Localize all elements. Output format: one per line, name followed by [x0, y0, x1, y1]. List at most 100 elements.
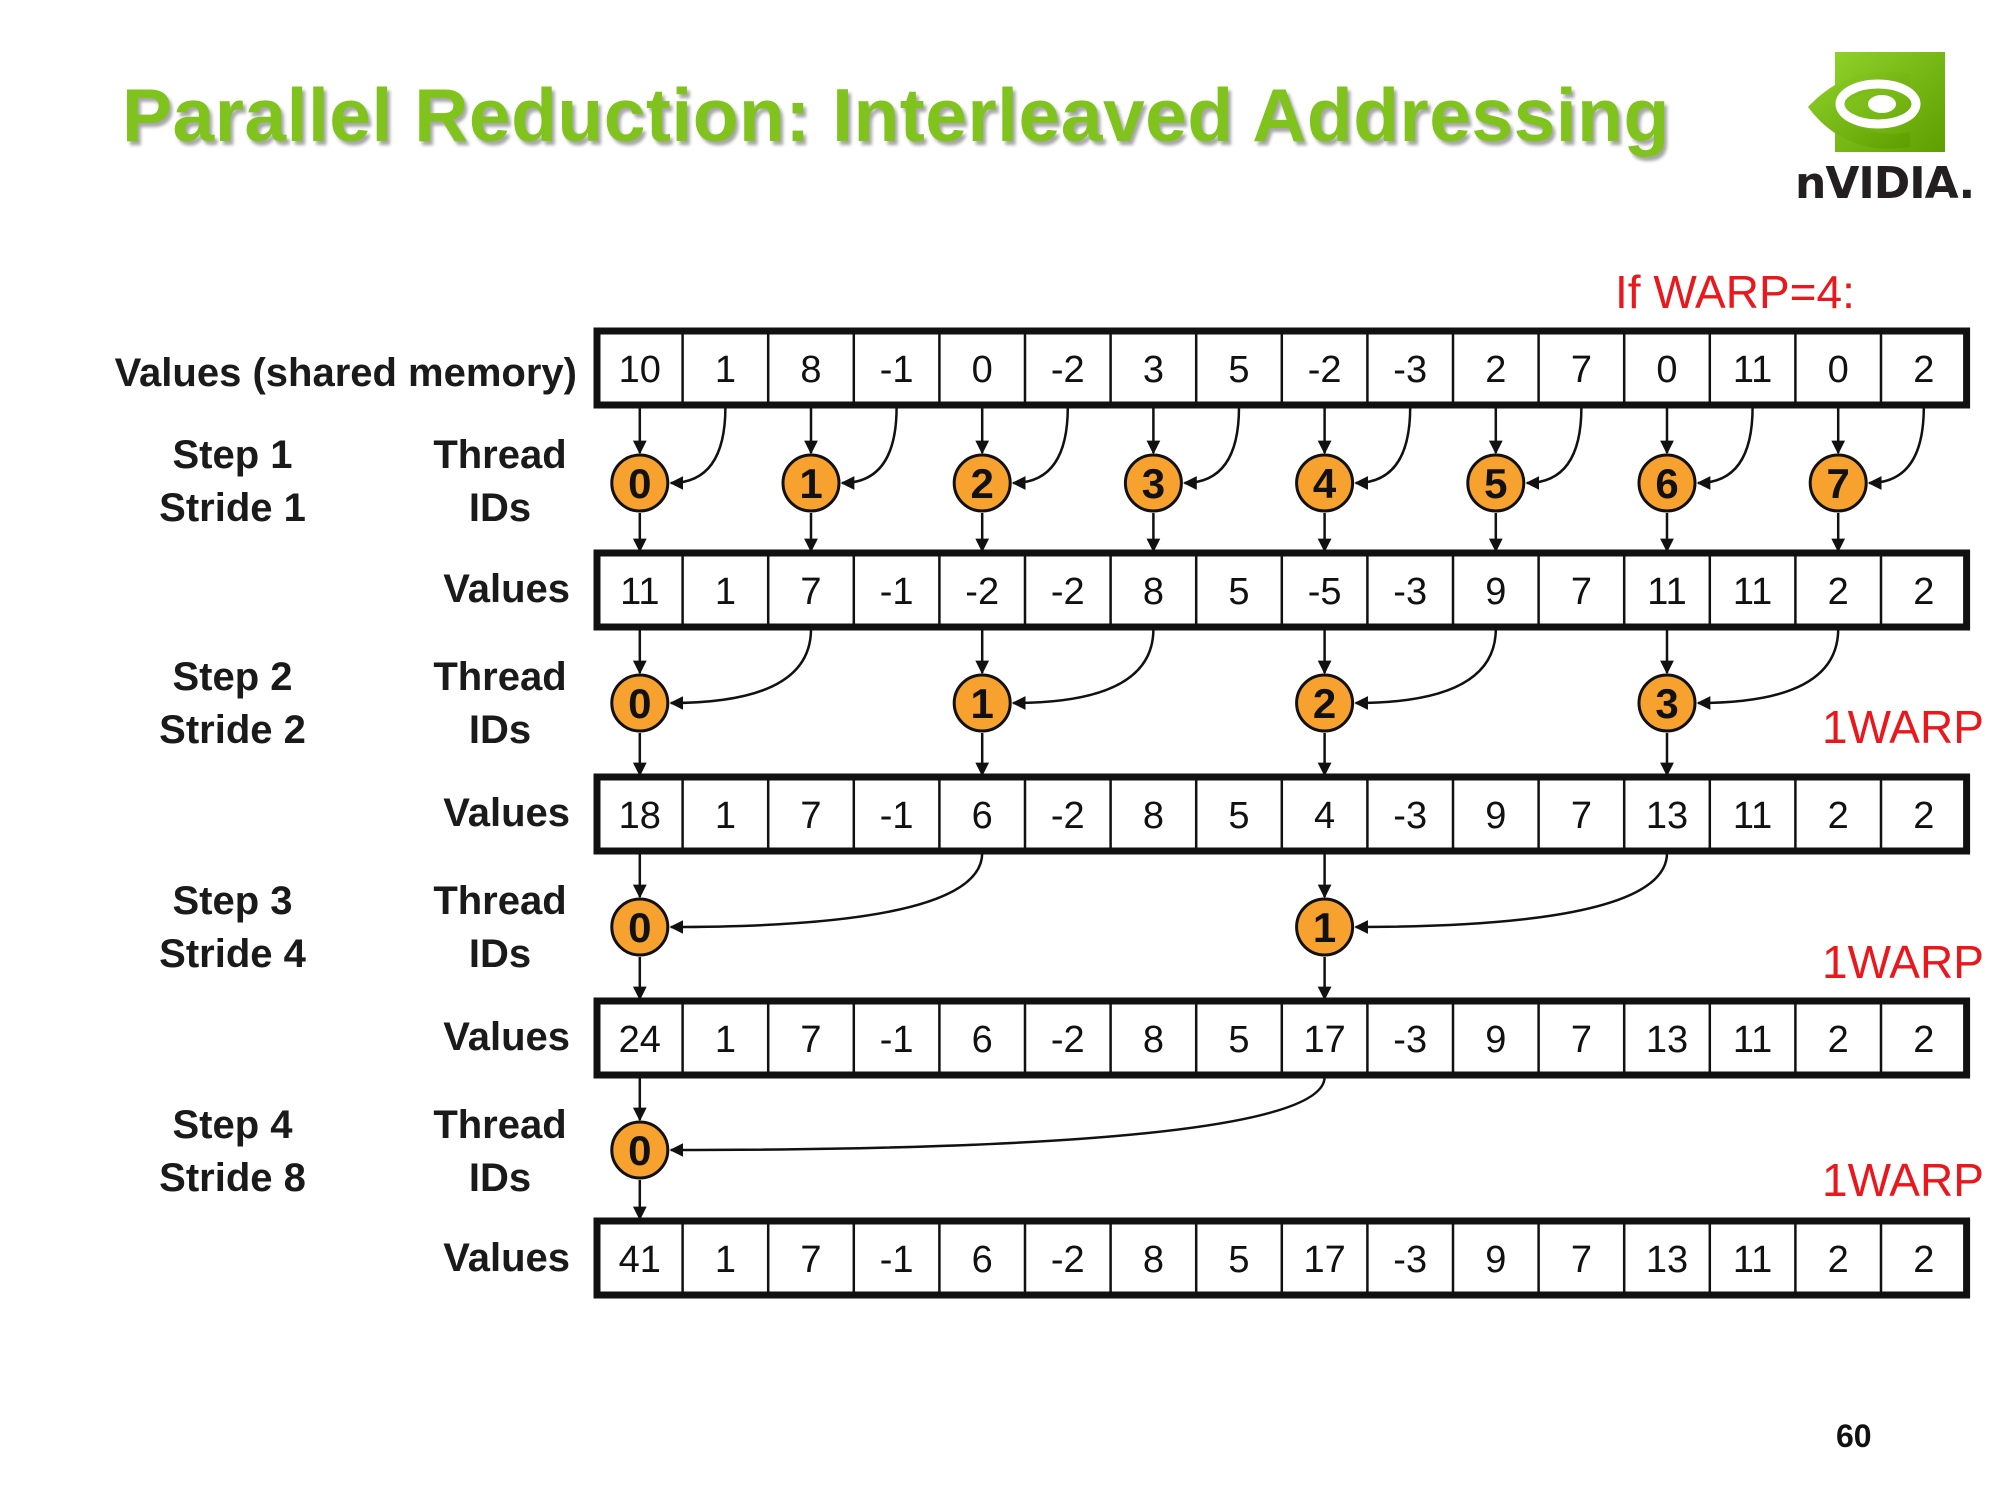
values-row-step2-cell: 8	[1143, 795, 1164, 837]
values-row-step1-cell: 11	[620, 571, 659, 613]
thread-label: Thread	[433, 433, 567, 477]
values-row-step3-cell: -1	[880, 1019, 914, 1061]
warp-condition-label: If WARP=4:	[1615, 266, 1855, 318]
values-row-step3-cell: 2	[1828, 1019, 1849, 1061]
thread-node	[610, 897, 670, 957]
values-row-step1-cell: 9	[1485, 571, 1506, 613]
values-row-step3-cell: 8	[1143, 1019, 1164, 1061]
shared-memory-label: Values (shared memory)	[114, 351, 577, 395]
values-row-step4-cell: 2	[1913, 1239, 1934, 1281]
values-row-step1-cell: 5	[1228, 571, 1249, 613]
thread-node	[1466, 453, 1526, 513]
values-row-step4-cell: -3	[1393, 1239, 1427, 1281]
warp-label-step3: 1WARP	[1822, 936, 1984, 988]
warp-label-step4: 1WARP	[1822, 1154, 1984, 1206]
stride1-label: Stride 1	[159, 486, 306, 530]
thread-label: Thread	[433, 655, 567, 699]
partner-arrow	[1354, 628, 1498, 710]
values-row-step2-cell: 4	[1314, 795, 1335, 837]
thread-id: 2	[1313, 680, 1336, 727]
stride8-label: Stride 8	[159, 1156, 306, 1200]
values-row-step3-cell: 24	[619, 1019, 661, 1061]
values-label-step2: Values	[443, 791, 570, 835]
values-row-step3-cell: 6	[972, 1019, 993, 1061]
values-row-initial-cell: 11	[1733, 349, 1772, 391]
values-row-step3-cell: 17	[1303, 1019, 1345, 1061]
thread-node	[1295, 897, 1355, 957]
values-row-step2-cell: 6	[972, 795, 993, 837]
values-row-initial-cell: 7	[1571, 349, 1592, 391]
values-row-step4-cell: 41	[619, 1239, 661, 1281]
values-row-step4-cell: 5	[1228, 1239, 1249, 1281]
values-row-initial-cell: 0	[1656, 349, 1677, 391]
ids-label: IDs	[468, 486, 532, 530]
partner-arrow	[1183, 406, 1241, 490]
partner-arrow	[669, 1076, 1326, 1157]
values-row-step4-cell: 7	[800, 1239, 821, 1281]
values-row-step2-cell: -3	[1393, 795, 1427, 837]
values-row-step1-cell: 1	[715, 571, 736, 613]
values-row-step1-cell: 2	[1913, 571, 1934, 613]
values-row-step4-cell: 17	[1303, 1239, 1345, 1281]
values-row-step3-cell: 7	[1571, 1019, 1592, 1061]
values-row-step4-cell: 9	[1485, 1239, 1506, 1281]
values-row-step4-cell: -2	[1051, 1239, 1085, 1281]
thread-id: 7	[1827, 460, 1850, 507]
thread-id: 3	[1655, 680, 1678, 727]
thread-node	[1637, 673, 1697, 733]
partner-arrow	[1011, 628, 1155, 710]
thread-id: 4	[1313, 460, 1337, 507]
thread-node	[1808, 453, 1868, 513]
step3-label: Step 3	[172, 879, 293, 923]
stride4-label: Stride 4	[159, 932, 306, 976]
values-row-step2-cell: -1	[880, 795, 914, 837]
stride2-label: Stride 2	[159, 708, 306, 752]
values-row-step3-cell: 9	[1485, 1019, 1506, 1061]
thread-node	[1295, 453, 1355, 513]
values-row-step2-cell: 18	[619, 795, 661, 837]
values-row-initial-cell: -2	[1051, 349, 1085, 391]
values-row-step2-cell: 7	[800, 795, 821, 837]
nvidia-wordmark: nVIDIA.	[1795, 158, 1975, 209]
values-row-initial-cell: -2	[1308, 349, 1342, 391]
thread-id: 6	[1655, 460, 1678, 507]
values-row-initial-cell: 0	[972, 349, 993, 391]
values-row-initial-cell: 8	[800, 349, 821, 391]
values-row-step1-cell: 11	[1647, 571, 1686, 613]
values-row-step1-cell: -3	[1393, 571, 1427, 613]
values-row-step1-cell: 11	[1733, 571, 1772, 613]
thread-node	[610, 1120, 670, 1180]
thread-id: 0	[628, 460, 651, 507]
thread-node	[610, 673, 670, 733]
values-row-step2-cell: 5	[1228, 795, 1249, 837]
values-row-step3-cell: 1	[715, 1019, 736, 1061]
thread-node	[1637, 453, 1697, 513]
values-row-initial-cell: 1	[715, 349, 736, 391]
thread-id: 2	[971, 460, 994, 507]
values-row-initial-cell: -1	[880, 349, 914, 391]
step2-label: Step 2	[172, 655, 293, 699]
values-row-step3-cell: 11	[1733, 1019, 1772, 1061]
values-row-step4-cell: -1	[880, 1239, 914, 1281]
thread-id: 0	[628, 904, 651, 951]
partner-arrow	[1011, 406, 1070, 490]
ids-label: IDs	[468, 1156, 532, 1200]
values-row-step3-cell: 7	[800, 1019, 821, 1061]
values-row-step4-cell: 2	[1828, 1239, 1849, 1281]
ids-label: IDs	[468, 708, 532, 752]
values-row-initial-cell: 2	[1485, 349, 1506, 391]
values-row-initial-cell: 5	[1228, 349, 1249, 391]
partner-arrow	[1696, 406, 1754, 490]
values-row-step2-cell: 11	[1733, 795, 1772, 837]
partner-arrow	[669, 852, 984, 934]
partner-arrow	[840, 406, 898, 490]
values-row-step4-cell: 8	[1143, 1239, 1164, 1281]
thread-id: 0	[628, 680, 651, 727]
values-row-step2-cell: 2	[1828, 795, 1849, 837]
partner-arrow	[1354, 406, 1412, 490]
values-row-step4-cell: 1	[715, 1239, 736, 1281]
thread-label: Thread	[433, 879, 567, 923]
step4-label: Step 4	[172, 1103, 293, 1147]
thread-node	[1123, 453, 1183, 513]
values-row-step2-cell: 2	[1913, 795, 1934, 837]
